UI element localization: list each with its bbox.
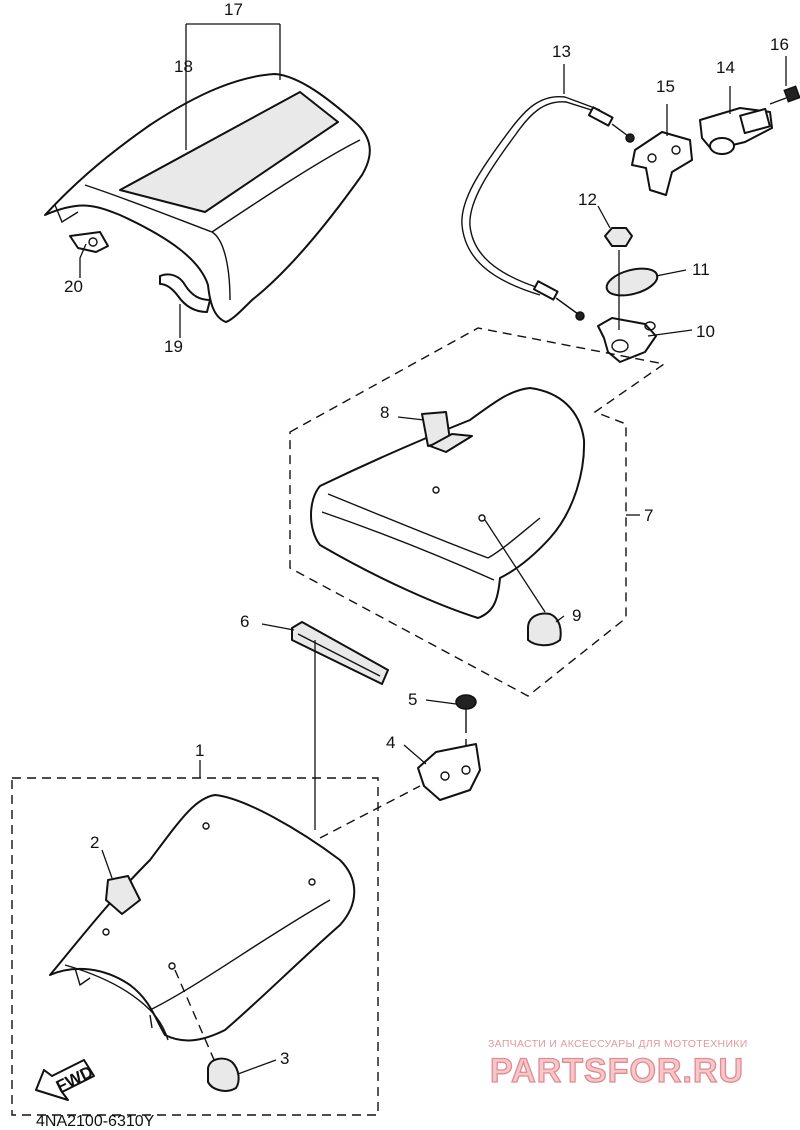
leader-lines <box>79 23 787 1075</box>
callout-1: 1 <box>195 741 204 760</box>
callout-11: 11 <box>692 260 710 279</box>
callout-10: 10 <box>696 322 715 341</box>
callout-2: 2 <box>90 833 99 852</box>
bracket-19 <box>159 273 211 313</box>
nut-12 <box>604 227 633 247</box>
seat-lock-cable <box>461 95 635 321</box>
hinge-bracket-4 <box>417 743 481 801</box>
callout-15: 15 <box>656 77 675 96</box>
callout-18: 18 <box>174 57 193 76</box>
rear-seat-7 <box>310 387 586 619</box>
callout-4: 4 <box>386 733 395 752</box>
callout-12: 12 <box>578 190 597 209</box>
fwd-arrow: FWD <box>35 1059 96 1101</box>
seat-strap-tab-8 <box>421 411 473 453</box>
watermark-tagline: ЗАПЧАСТИ И АКСЕССУАРЫ ДЛЯ МОТОТЕХНИКИ <box>488 1038 748 1050</box>
callout-19: 19 <box>164 337 183 356</box>
callout-20: 20 <box>64 277 83 296</box>
watermark: ЗАПЧАСТИ И АКСЕССУАРЫ ДЛЯ МОТОТЕХНИКИ PA… <box>488 1038 748 1091</box>
lock-bracket-15 <box>631 131 693 196</box>
callout-13: 13 <box>552 42 571 61</box>
watermark-brand: PARTSFOR.RU <box>490 1052 744 1090</box>
cap-3 <box>174 969 240 1092</box>
cap-9 <box>484 519 562 647</box>
strip-6 <box>291 621 389 685</box>
callout-5: 5 <box>408 690 417 709</box>
front-seat-1 <box>49 794 356 1042</box>
rear-seat-cowl <box>44 73 371 323</box>
callout-8: 8 <box>380 403 389 422</box>
callout-14: 14 <box>716 58 735 77</box>
callout-numbers: 17 18 20 19 13 16 14 15 12 11 10 8 7 9 6… <box>64 0 789 1068</box>
callout-7: 7 <box>644 506 653 525</box>
callout-17: 17 <box>224 0 243 19</box>
callout-9: 9 <box>572 606 581 625</box>
bracket-20 <box>69 231 109 253</box>
screw-16 <box>769 85 800 105</box>
dashed-box-1 <box>11 777 379 1116</box>
seat-strap-tab-2 <box>105 875 141 915</box>
callout-3: 3 <box>280 1049 289 1068</box>
part-code: 4NA2100-6310Y <box>36 1113 155 1130</box>
lock-cylinder-14 <box>699 107 773 155</box>
seat-hook-10 <box>597 250 657 363</box>
callout-6: 6 <box>240 612 249 631</box>
plate-11 <box>605 267 659 297</box>
callout-16: 16 <box>770 35 789 54</box>
dashed-box-7 <box>289 327 666 697</box>
